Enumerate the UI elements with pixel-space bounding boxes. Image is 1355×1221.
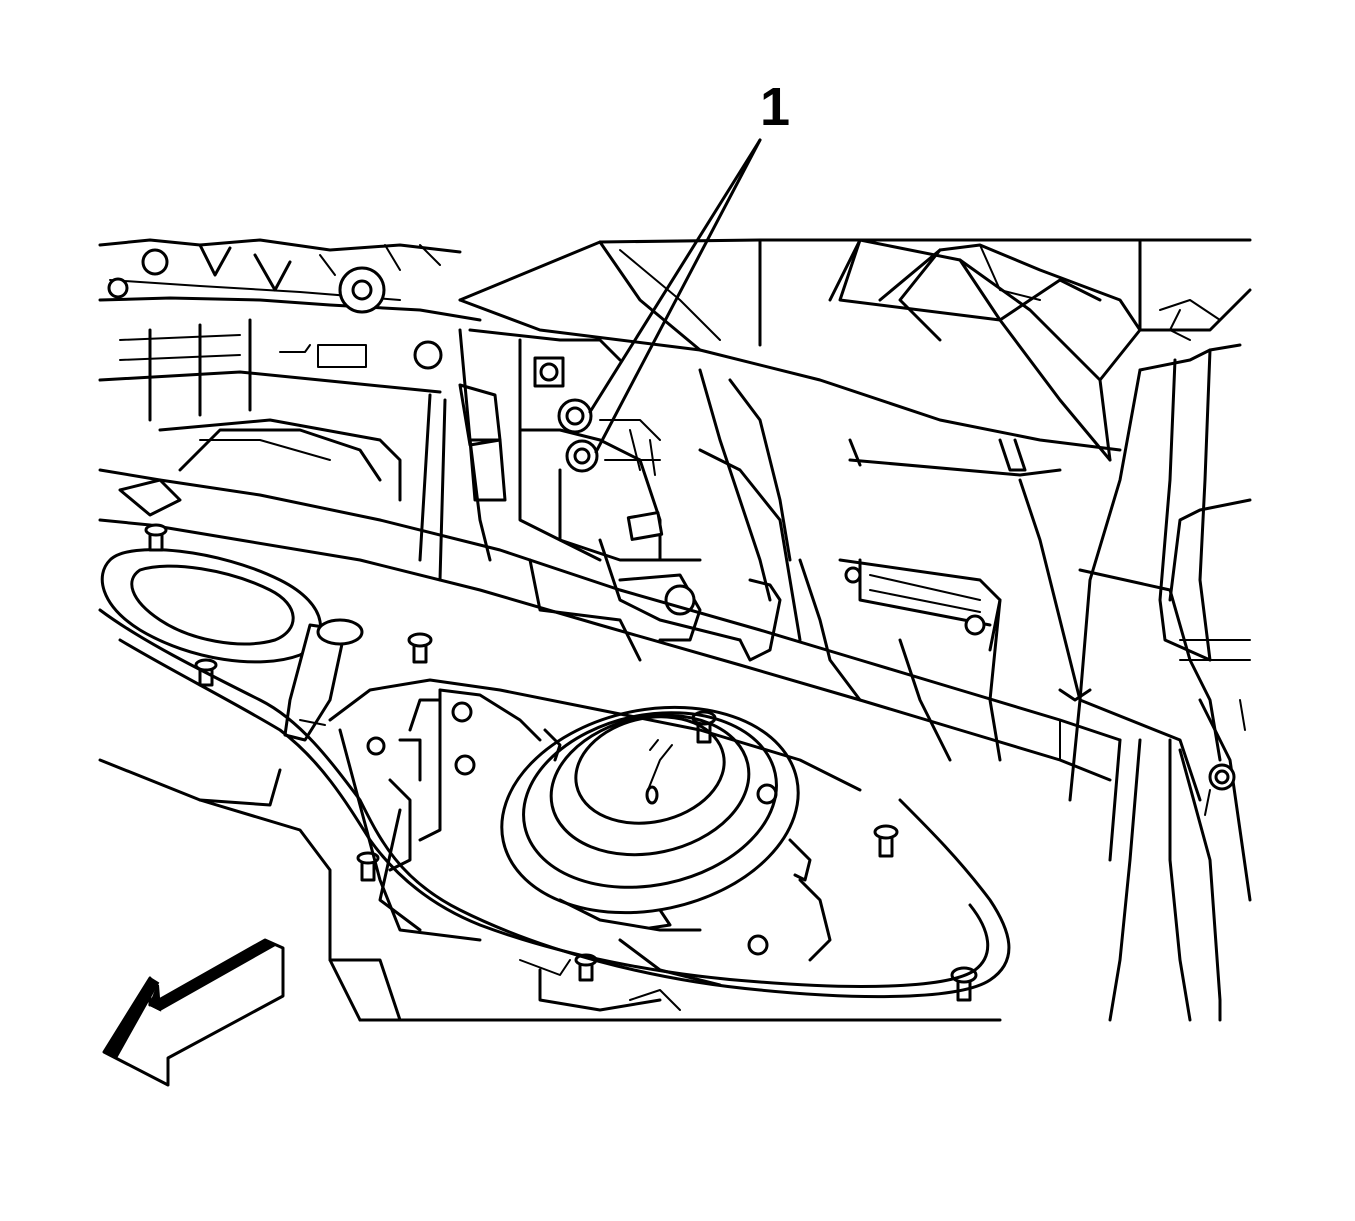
callout-1-fasteners: [557, 398, 661, 476]
callout-label-1: 1: [760, 77, 791, 137]
fuel-sender-ring: [500, 705, 800, 915]
right-side-structure: [998, 309, 1252, 1022]
upper-frame-structure: [98, 238, 1252, 477]
forward-direction-arrow-icon: [102, 938, 285, 1087]
center-bracket-assembly: [418, 328, 1082, 762]
callout-1-leader-lines: [588, 138, 762, 454]
floor-pan-panel: [98, 608, 1011, 1022]
